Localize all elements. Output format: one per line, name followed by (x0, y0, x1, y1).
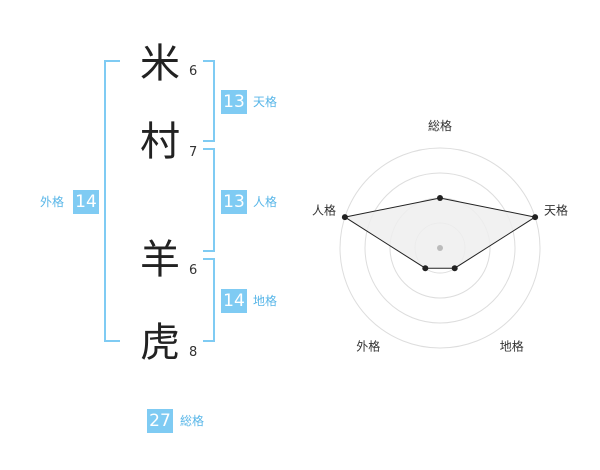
radar-grid-ring-4 (339, 147, 541, 349)
soukaku-label: 総格 (180, 414, 205, 428)
radar-point-2 (532, 214, 539, 221)
radar-center-dot (437, 245, 443, 251)
radar-point-5 (341, 214, 348, 221)
jinkaku-bracket (203, 148, 215, 252)
name-char-4: 虎 (140, 320, 180, 366)
gaikaku-bracket (104, 60, 120, 342)
radar-point-4 (422, 265, 429, 272)
radar-axis-label-3: 地格 (500, 339, 524, 354)
stroke-count-1: 6 (189, 64, 198, 79)
radar-axis-label-4: 外格 (356, 339, 380, 354)
jinkaku-value: 13 (221, 190, 247, 214)
tenkaku-bracket (203, 60, 215, 142)
stroke-count-3: 6 (189, 263, 198, 278)
name-char-2: 村 (140, 119, 180, 165)
gaikaku-value: 14 (73, 190, 99, 214)
jinkaku-label: 人格 (253, 195, 278, 209)
radar-point-3 (451, 265, 458, 272)
tenkaku-label: 天格 (253, 95, 278, 109)
radar-series-area (343, 197, 537, 269)
chikaku-bracket (203, 258, 215, 342)
radar-point-1 (437, 195, 443, 201)
radar-axis-label-5: 人格 (312, 202, 336, 217)
chikaku-label: 地格 (253, 294, 278, 308)
name-char-1: 米 (140, 41, 180, 87)
radar-axis-label-1: 総格 (428, 118, 452, 133)
tenkaku-value: 13 (221, 90, 247, 114)
stroke-count-4: 8 (189, 345, 198, 360)
soukaku-value: 27 (147, 409, 173, 433)
name-char-3: 羊 (140, 237, 180, 283)
chikaku-value: 14 (221, 289, 247, 313)
radar-axis-label-2: 天格 (544, 202, 568, 217)
radar-grid-ring-3 (364, 172, 516, 324)
gaikaku-label: 外格 (40, 195, 65, 209)
stroke-count-2: 7 (189, 145, 198, 160)
